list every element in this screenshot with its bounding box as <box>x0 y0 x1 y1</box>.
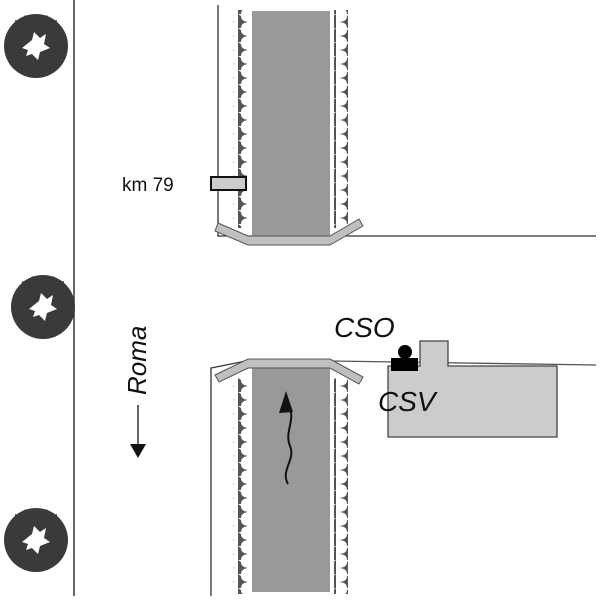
tree-icon <box>4 14 68 78</box>
km-marker <box>210 176 247 191</box>
direction-label: Roma <box>122 326 152 395</box>
lower-outline <box>210 360 247 596</box>
person-station-icon <box>391 345 418 371</box>
station-label-cso: CSO <box>334 312 395 343</box>
arrow-down-icon <box>130 444 146 458</box>
km-marker-label: km 79 <box>122 175 174 196</box>
barrier-lower <box>214 358 364 385</box>
lower-top-line <box>329 360 597 366</box>
road-surface-lower <box>252 366 330 592</box>
barrier-upper <box>214 218 364 246</box>
tree-icon <box>4 508 68 572</box>
road-surface-upper <box>252 11 330 237</box>
station-label-csv: CSV <box>378 386 438 417</box>
verge-right-upper <box>334 10 348 228</box>
verge-left-lower <box>233 378 247 594</box>
wavy-arrow-up-icon-head <box>279 391 293 413</box>
upper-outline <box>217 5 596 237</box>
wavy-arrow-up-icon <box>284 405 293 485</box>
verge-right-lower <box>334 378 348 594</box>
tree-icon <box>11 275 75 339</box>
verge-left-upper <box>233 10 247 228</box>
building-csv <box>387 340 558 438</box>
